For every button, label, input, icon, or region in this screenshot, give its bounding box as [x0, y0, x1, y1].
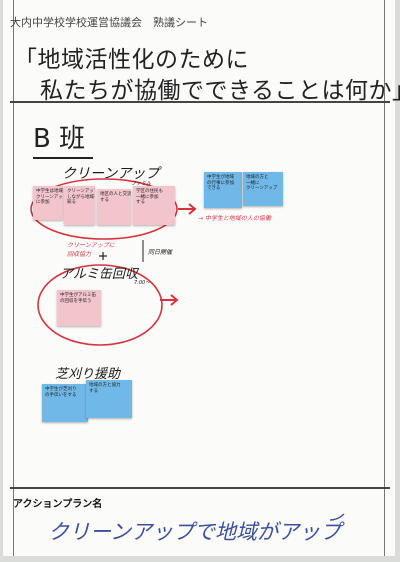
sticky-note-pink: 中学生は地域の クリーンアップ に参加 — [33, 186, 63, 220]
cleanup-arrow-note: → 中学生と地域の人の協働 — [198, 215, 271, 222]
connector-note: 同日開催 — [148, 249, 173, 256]
sticky-note-pink: 中学生がアルミ缶 の回収を手伝う — [57, 290, 101, 326]
question-line-2: 私たちが協働でできることは何か」 — [40, 78, 400, 104]
group-label-text: B 班 — [33, 124, 86, 154]
sticky-note-blue: 地域の方と 一緒に クリーンアップ — [243, 172, 283, 206]
sticky-note-pink: 地区の人と交流 する — [97, 189, 131, 225]
sticky-note-blue: 地域の方と協力 する — [86, 380, 132, 418]
group-label: B 班 — [33, 118, 93, 159]
sheet-title: 大内中学校学校運営協議会 熟議シート — [10, 16, 208, 29]
group-underline — [33, 157, 93, 159]
cleanup-side-note: クリーンアップに 回収協力 — [67, 242, 115, 258]
sticky-note-blue: 中学生が芝刈り の手伝いをする — [42, 384, 88, 422]
cleanup-sub: ファミル — [131, 181, 152, 187]
question-line-1: 「地域活性化のために — [14, 47, 249, 73]
action-plan-name: クリーンアップで地域がアップ — [48, 520, 341, 544]
sticky-note-pink: クリーンアップを しながら地域を 知る — [64, 186, 95, 225]
cleanup-label: クリーンアップ — [62, 166, 160, 182]
aluminum-sub: 7:00〜 — [134, 280, 151, 286]
sticky-note-pink: 学区の住民も 一緒に参加 する — [133, 186, 175, 225]
sticky-note-blue: 中学生が地域 の行事に参加 できる — [204, 172, 242, 208]
title-divider — [10, 101, 390, 103]
action-plan-divider — [10, 487, 390, 489]
aluminum-label: アルミ缶回収 — [60, 267, 138, 282]
grass-label: 芝刈り援助 — [55, 367, 121, 382]
sheet-frame — [13, 0, 385, 556]
action-plan-label: アクションプラン名 — [13, 499, 103, 510]
